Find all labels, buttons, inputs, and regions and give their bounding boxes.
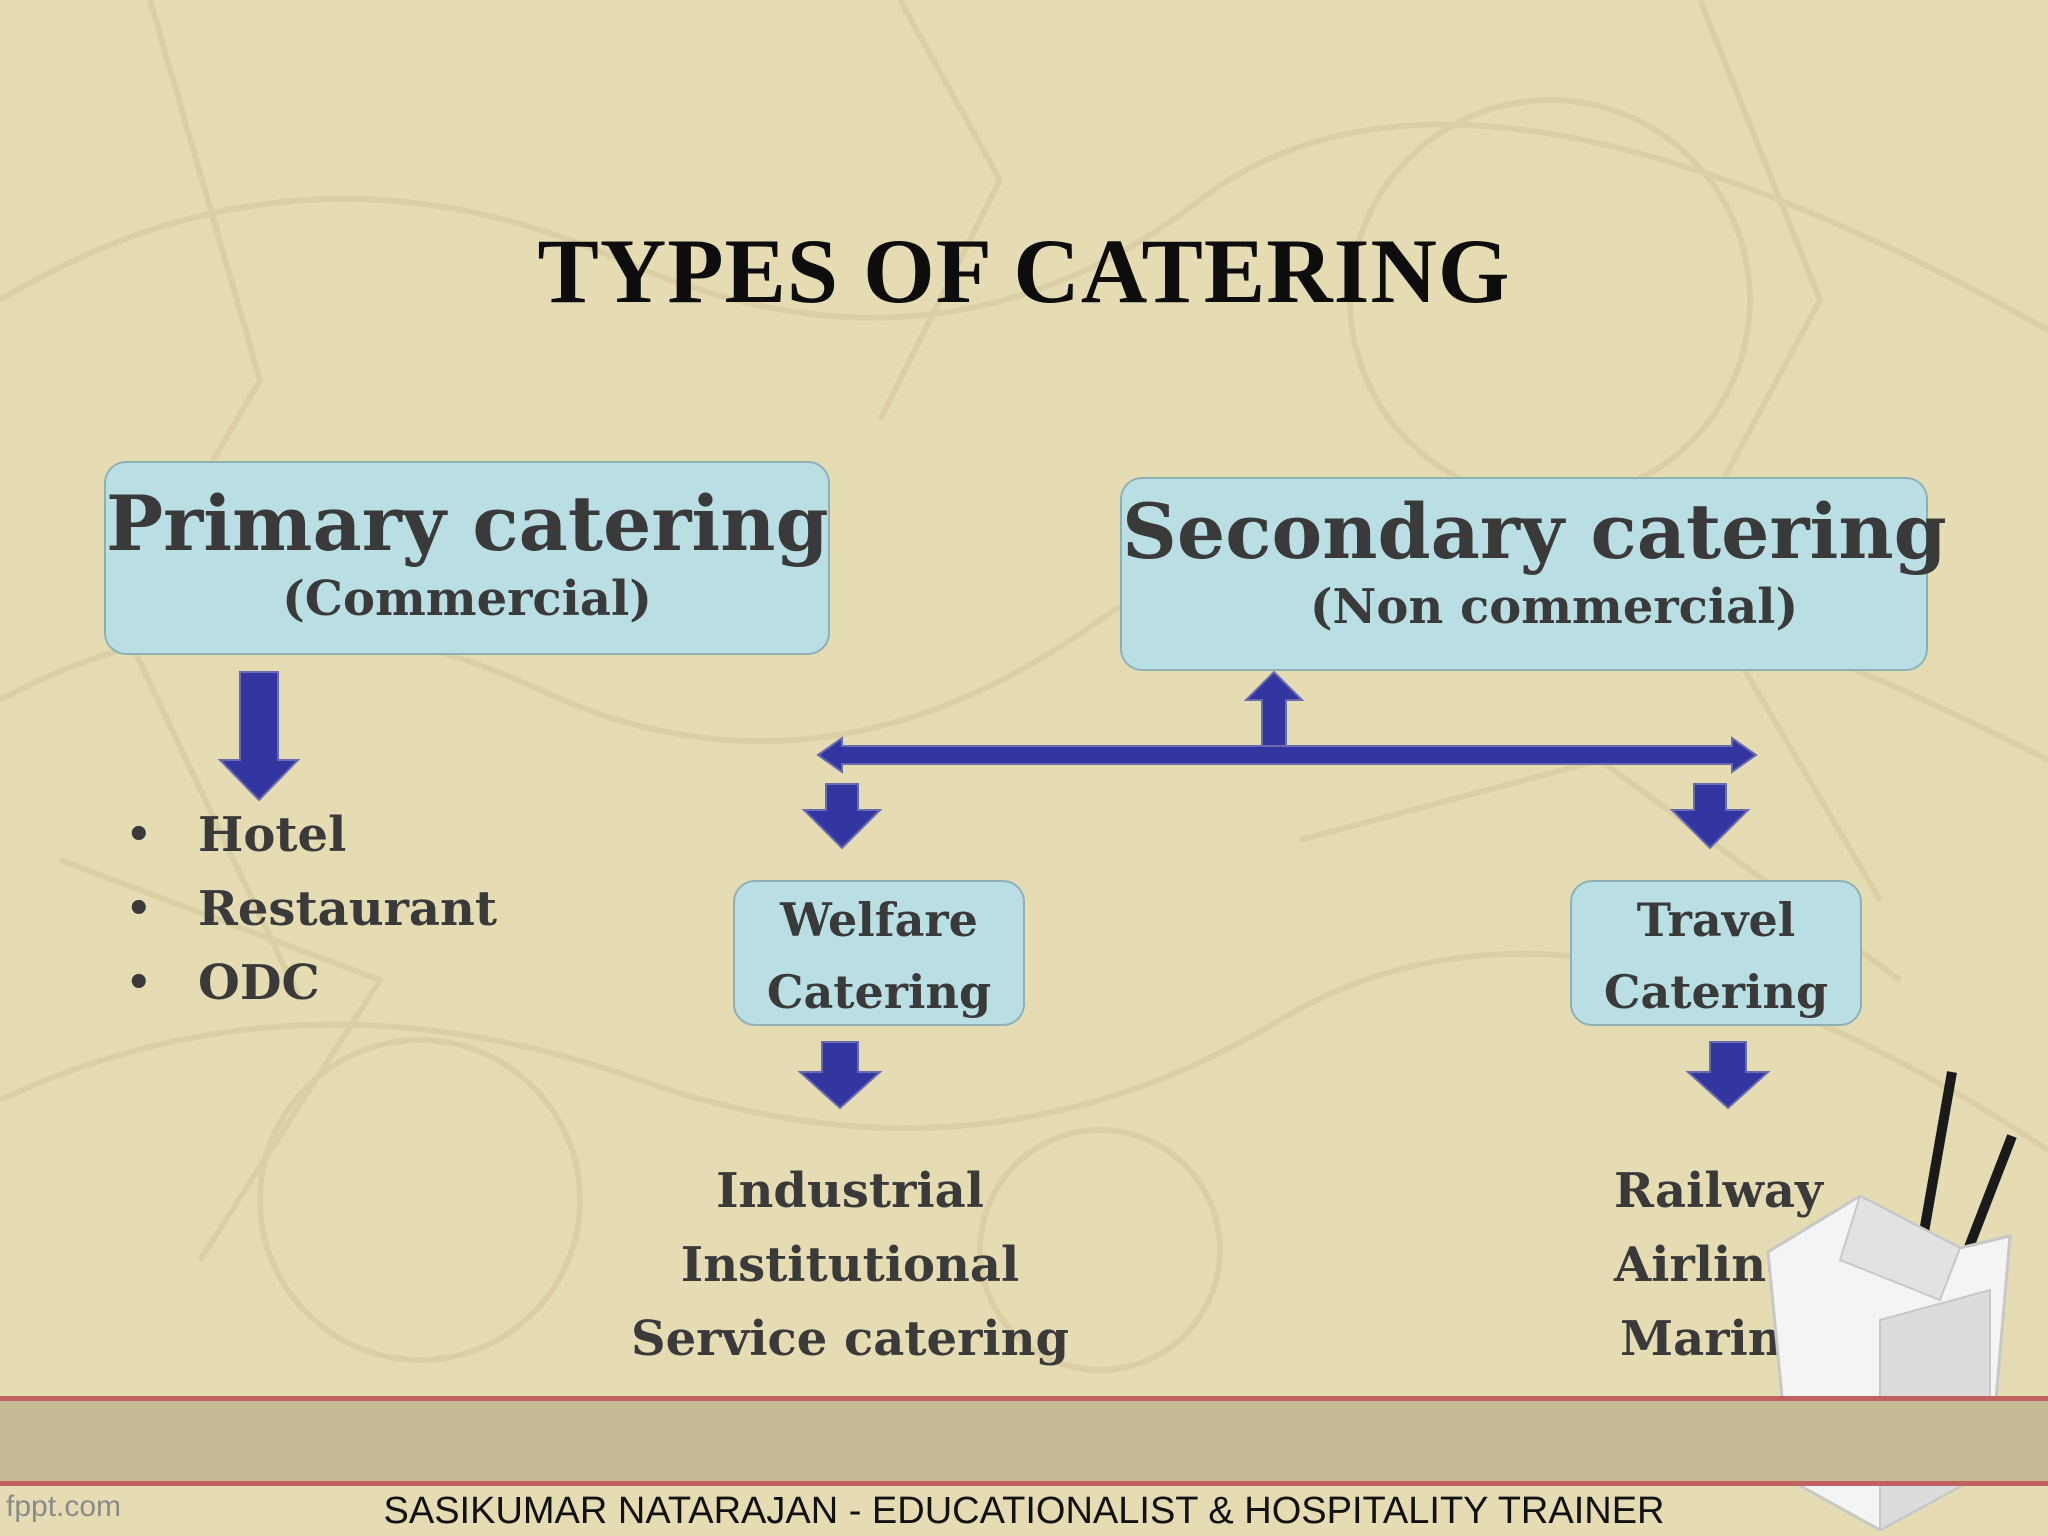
- secondary-catering-heading: Secondary catering: [1122, 487, 1947, 576]
- footer-text: SASIKUMAR NATARAJAN - EDUCATIONALIST & H…: [383, 1490, 1665, 1532]
- list-item: Institutional: [680, 1237, 1020, 1293]
- slide-title: TYPES OF CATERING: [537, 220, 1511, 322]
- travel-line2: Catering: [1603, 965, 1829, 1019]
- welfare-down-arrow: [801, 783, 883, 850]
- travel-line1: Travel: [1636, 893, 1796, 947]
- list-item: Hotel: [126, 798, 497, 872]
- welfare-line1: Welfare: [780, 893, 978, 947]
- horizontal-double-arrow: [816, 736, 1758, 774]
- primary-items-list: Hotel Restaurant ODC: [126, 798, 497, 1020]
- primary-catering-sub: (Commercial): [282, 571, 652, 627]
- list-item: Airline: [1614, 1237, 1797, 1293]
- footer-band: [0, 1401, 2048, 1481]
- secondary-catering-box: Secondary catering (Non commercial): [1120, 477, 1947, 671]
- secondary-up-arrow: [1243, 670, 1305, 747]
- welfare-line2: Catering: [766, 965, 992, 1019]
- footer-bottom-line: [0, 1481, 2048, 1486]
- welfare-items-arrow: [797, 1041, 883, 1110]
- list-item: Railway: [1614, 1163, 1823, 1219]
- list-item: Industrial: [716, 1163, 984, 1219]
- travel-items-arrow: [1685, 1041, 1771, 1110]
- welfare-catering-box: Welfare Catering: [733, 880, 1025, 1026]
- brand-watermark: fppt.com: [6, 1490, 122, 1523]
- list-item: Service catering: [630, 1311, 1070, 1367]
- footer-top-line: [0, 1396, 2048, 1401]
- primary-catering-box: Primary catering (Commercial): [104, 461, 830, 655]
- welfare-items-list: Industrial Institutional Service caterin…: [590, 1154, 1110, 1376]
- list-item: ODC: [126, 946, 497, 1020]
- travel-down-arrow: [1669, 783, 1751, 850]
- primary-down-arrow: [217, 671, 301, 802]
- primary-catering-heading: Primary catering: [106, 479, 829, 568]
- list-item: Restaurant: [126, 872, 497, 946]
- secondary-catering-sub: (Non commercial): [1309, 579, 1799, 635]
- travel-catering-box: Travel Catering: [1570, 880, 1862, 1026]
